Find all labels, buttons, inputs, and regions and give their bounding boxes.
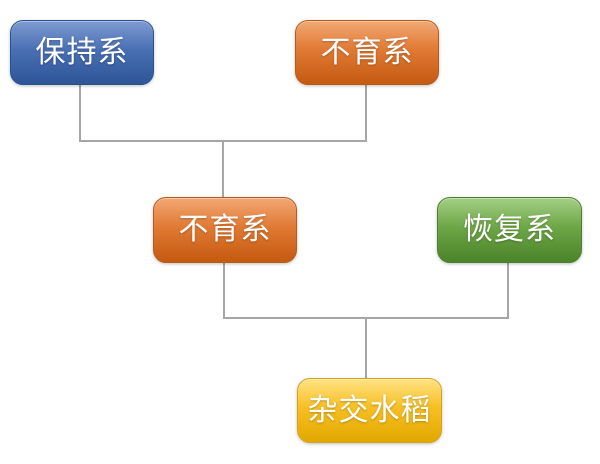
connector-line <box>507 261 509 319</box>
node-maintainer-line-label: 保持系 <box>35 34 129 70</box>
node-maintainer-line: 保持系 <box>10 20 154 85</box>
connector-line <box>365 82 367 142</box>
connector-line <box>223 261 225 319</box>
connector-line <box>79 140 367 142</box>
connector-line <box>223 317 509 319</box>
node-sterile-line-top: 不育系 <box>295 20 439 85</box>
connector-line <box>365 319 367 378</box>
node-restorer-line-label: 恢复系 <box>463 212 556 247</box>
node-sterile-line-top-label: 不育系 <box>320 34 414 70</box>
node-hybrid-rice: 杂交水稻 <box>297 378 442 443</box>
node-hybrid-rice-label: 杂交水稻 <box>307 392 432 428</box>
connector-line <box>222 142 224 197</box>
connector-line <box>79 83 81 142</box>
node-restorer-line: 恢复系 <box>437 197 582 263</box>
node-sterile-line-middle-label: 不育系 <box>178 212 272 247</box>
node-sterile-line-middle: 不育系 <box>153 197 297 263</box>
